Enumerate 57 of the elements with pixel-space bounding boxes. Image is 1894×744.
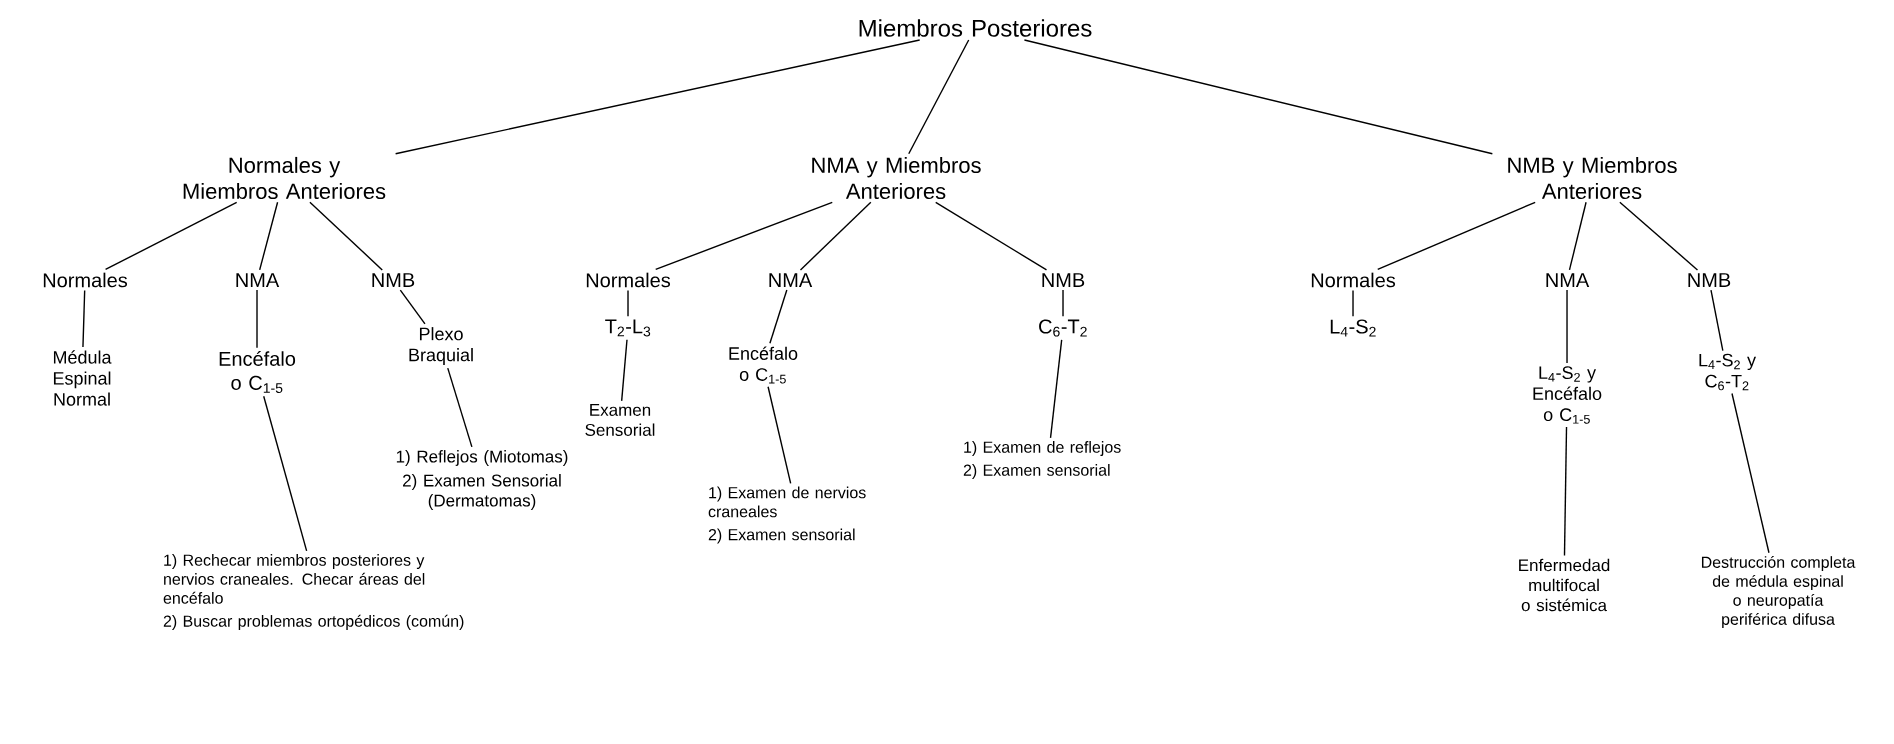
tree-label: Normales bbox=[43, 272, 128, 288]
connector-line bbox=[655, 201, 833, 271]
connector-line bbox=[104, 201, 238, 271]
connector-line bbox=[256, 289, 258, 349]
tree-label: T$_{2}$-L$_{3}$ bbox=[605, 319, 651, 337]
tree-label: 1) Examen de reflejos 2) Examen sensorial bbox=[963, 441, 1121, 479]
tree-label: L$_{4}$-S$_{2}$ bbox=[1330, 319, 1376, 337]
connector-line bbox=[1619, 201, 1699, 271]
connector-line bbox=[263, 395, 308, 552]
tree-label: 1) Rechecar miembros posteriores y nervios craneales. Checar áreas del encéfalo 2) Buscar problemas ortopédicos (común) bbox=[163, 554, 464, 630]
connector-line bbox=[1023, 39, 1494, 155]
tree-label: Plexo Braquial bbox=[409, 327, 473, 365]
tree-label: NMB bbox=[1042, 273, 1085, 287]
connector-line bbox=[447, 367, 473, 448]
tree-label: NMB y Miembros Anteriores bbox=[1508, 156, 1677, 200]
connector-line bbox=[1566, 289, 1568, 364]
tree-label: Normales y Miembros Anteriores bbox=[183, 156, 386, 200]
connector-line bbox=[1710, 289, 1724, 352]
tree-label: NMA bbox=[769, 273, 813, 287]
connector-line bbox=[799, 201, 872, 271]
tree-label: 1) Examen de nervios craneales 2) Examen sensorial bbox=[708, 486, 866, 544]
connector-line bbox=[258, 201, 279, 271]
tree-label: L$_{4}$-S$_{2}$ y Encéfalo o C$_{1-5}$ bbox=[1533, 366, 1602, 424]
tree-label: 1) Reflejos (Miotomas) 2) Examen Sensorial (Dermatomas) bbox=[396, 450, 568, 510]
tree-label: NMB bbox=[372, 273, 415, 287]
tree-label: C$_{6}$-T$_{2}$ bbox=[1039, 319, 1087, 337]
connector-line bbox=[908, 39, 970, 155]
connector-line bbox=[309, 201, 383, 271]
connector-line bbox=[1563, 426, 1568, 557]
tree-label: Encéfalo o C$_{1-5}$ bbox=[729, 346, 798, 384]
tree-label: Miembros Posteriores bbox=[859, 19, 1092, 37]
connector-line bbox=[1731, 392, 1770, 554]
connector-line bbox=[1049, 339, 1063, 439]
connector-line bbox=[627, 289, 629, 317]
tree-label: Normales bbox=[586, 272, 671, 288]
tree-label: Destrucción completa de médula espinal o neuropatía periférica difusa bbox=[1702, 555, 1856, 629]
tree-label: L$_{4}$-S$_{2}$ y C$_{6}$-T$_{2}$ bbox=[1699, 353, 1756, 391]
connector-line bbox=[767, 386, 792, 485]
connector-line bbox=[1568, 201, 1587, 271]
connector-line bbox=[1062, 289, 1064, 317]
tree-label: Enfermedad multifocal o sistémica bbox=[1519, 558, 1610, 612]
tree-label: Médula Espinal Normal bbox=[53, 350, 112, 406]
tree-label: NMA bbox=[1546, 273, 1590, 287]
connector-line bbox=[394, 39, 921, 155]
tree-label: NMA bbox=[236, 273, 280, 287]
tree-label: Normales bbox=[1311, 272, 1396, 288]
tree-label: NMA y Miembros Anteriores bbox=[812, 156, 981, 200]
connector-line bbox=[1352, 289, 1354, 317]
connector-line bbox=[399, 289, 426, 325]
connector-line bbox=[935, 201, 1048, 271]
connector-line bbox=[620, 339, 628, 402]
connector-line bbox=[1377, 201, 1536, 271]
tree-label: Examen Sensorial bbox=[585, 404, 655, 436]
tree-label: Encéfalo o C$_{1-5}$ bbox=[219, 351, 296, 393]
connector-line bbox=[82, 289, 86, 348]
tree-label: NMB bbox=[1688, 273, 1731, 287]
connector-line bbox=[769, 289, 788, 344]
